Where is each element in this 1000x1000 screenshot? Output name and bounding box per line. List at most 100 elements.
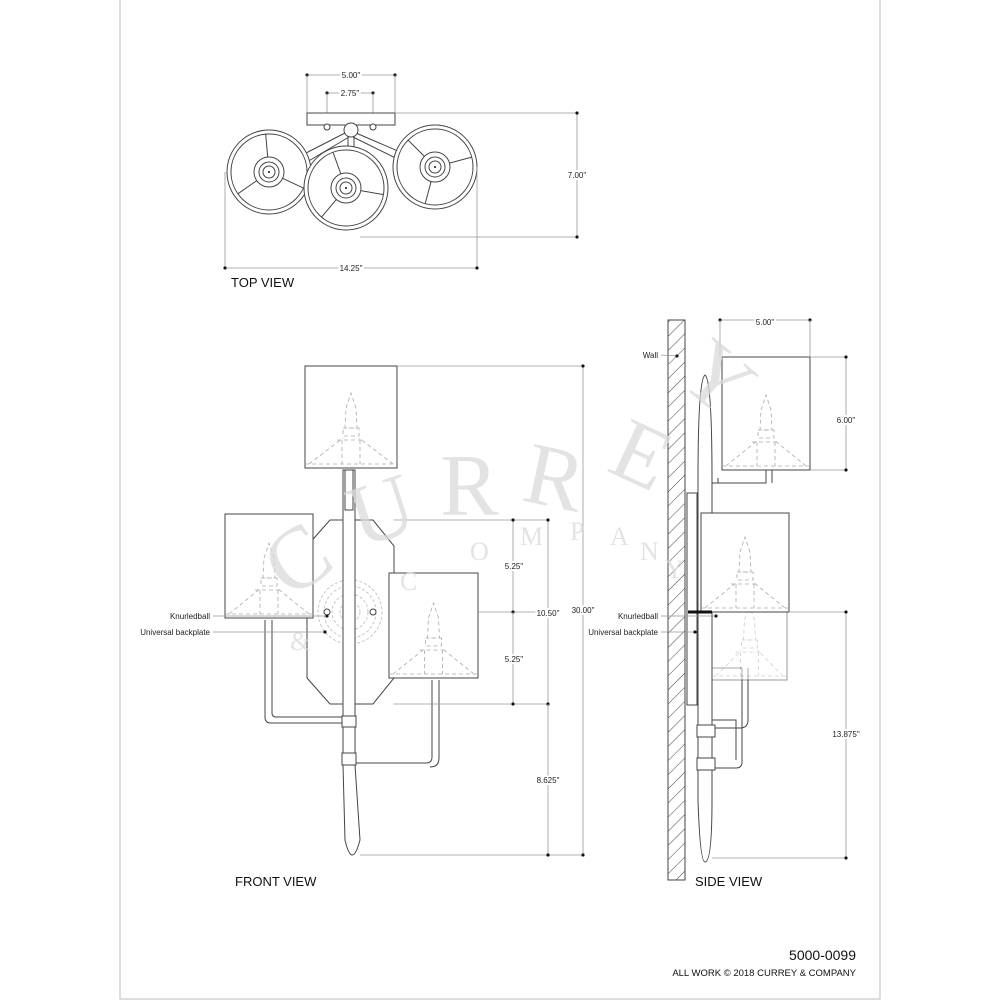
left-arm — [264, 620, 343, 724]
shade-frame — [389, 647, 478, 675]
front-shades — [224, 365, 479, 679]
collar — [696, 757, 716, 771]
center — [434, 166, 436, 168]
socket-inner — [428, 160, 442, 174]
side-backplate — [686, 492, 698, 706]
dim-plate-width: 5.00" — [342, 71, 361, 80]
shade-upper — [721, 356, 811, 471]
socket — [735, 651, 764, 676]
watermark-letter: R — [516, 425, 594, 532]
watermark-letter: P — [570, 517, 584, 546]
shade-back — [711, 603, 788, 681]
sheet-border — [119, 0, 881, 1000]
socket — [258, 161, 280, 183]
socket — [419, 649, 448, 674]
shade-frame — [701, 581, 789, 609]
dim-shade-width: 5.00" — [756, 318, 775, 327]
wall-section — [667, 319, 686, 881]
right-arm — [355, 680, 440, 768]
ball-top — [343, 122, 359, 138]
dim-bottom-to-center: 8.625" — [537, 776, 560, 785]
candle-cup — [342, 427, 360, 437]
socket — [424, 156, 446, 178]
spoke — [282, 177, 304, 189]
knurledball-left — [323, 608, 331, 616]
dim-width: 14.25" — [340, 264, 363, 273]
shade-frame — [722, 439, 810, 467]
spoke — [265, 134, 269, 158]
side-view-title: SIDE VIEW — [695, 874, 763, 889]
top-view: 5.00" 2.75" 7.00" 14.25" TOP VIEW — [223, 69, 588, 290]
label-universal-backplate: Universal backplate — [140, 628, 210, 637]
arms-top — [268, 132, 436, 188]
side-upper-arm — [712, 470, 773, 484]
label-side-backplate: Universal backplate — [588, 628, 658, 637]
label-wall: Wall — [643, 351, 658, 360]
socket — [255, 589, 283, 614]
collar — [341, 715, 357, 728]
center — [345, 187, 347, 189]
shade-top — [392, 124, 478, 210]
collar — [341, 752, 357, 766]
dim-upper-half: 5.25" — [505, 562, 524, 571]
watermark-letter: & — [290, 627, 310, 656]
side-shades — [700, 356, 811, 681]
shade-top — [304, 365, 398, 469]
dim-center-to-bottom: 13.875" — [832, 730, 859, 739]
watermark-letter: O — [470, 537, 489, 566]
side-stem — [697, 374, 713, 863]
shade-body — [224, 513, 314, 619]
side-lower-arms — [712, 667, 749, 769]
bulb-flame — [738, 535, 752, 573]
spoke — [321, 199, 337, 218]
shade-frame — [225, 587, 313, 615]
socket-inner — [262, 165, 276, 179]
shade-inner-ring — [396, 128, 474, 206]
collar — [696, 724, 716, 738]
shade-body — [304, 365, 398, 469]
shade-left — [224, 513, 314, 619]
shade-top — [226, 129, 312, 215]
top-shades — [226, 124, 478, 231]
bulb-flame — [344, 391, 358, 429]
shade-body — [711, 611, 788, 681]
spoke — [449, 156, 472, 164]
shade-frame — [305, 437, 397, 465]
socket — [335, 177, 357, 199]
spoke — [360, 190, 384, 196]
label-side-knurledball: Knurledball — [618, 612, 658, 621]
front-view: 30.00" 5.25" 5.25" 10.50" 8.625" Knurled… — [140, 364, 597, 889]
shade-frame — [712, 649, 787, 677]
bulb-flame — [743, 603, 756, 641]
shade-right — [388, 572, 479, 679]
dim-overall-height: 30.00" — [572, 606, 595, 615]
screw-icon — [369, 123, 377, 131]
candle-cup — [260, 577, 278, 587]
socket — [337, 439, 365, 464]
socket — [731, 583, 759, 608]
copyright: ALL WORK © 2018 CURREY & COMPANY — [672, 968, 856, 979]
watermark-letter: N — [640, 537, 659, 566]
dim-shade-height: 6.00" — [837, 416, 856, 425]
shade-inner-ring — [307, 149, 385, 227]
socket — [752, 441, 780, 466]
center — [268, 171, 270, 173]
part-number: 5000-0099 — [789, 947, 856, 963]
watermark-letter: M — [520, 522, 543, 551]
shade-top — [303, 145, 389, 231]
screw-icon — [323, 123, 331, 131]
watermark-letter: C — [400, 567, 417, 596]
shade-body — [388, 572, 479, 679]
finial-spike — [342, 764, 361, 856]
spoke — [407, 139, 425, 157]
watermark-letter: R — [440, 438, 499, 535]
spoke — [424, 181, 432, 204]
bulb-flame — [759, 393, 773, 431]
candle-cup — [736, 571, 754, 581]
shade-body — [700, 512, 790, 613]
spoke — [332, 152, 342, 175]
label-knurledball: Knurledball — [170, 612, 210, 621]
knurledball-right — [369, 608, 377, 616]
watermark-letter: A — [610, 522, 629, 551]
